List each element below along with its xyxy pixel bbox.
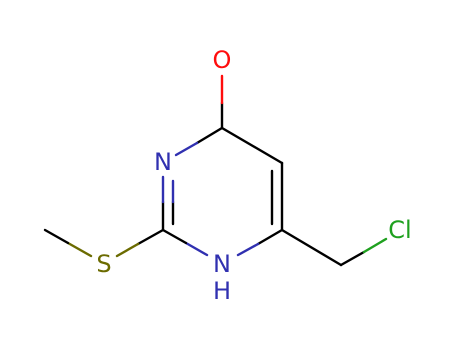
atom-nitrogen-1-hydrogen-label: H [213, 277, 231, 305]
bond-ch2-cl [339, 237, 388, 267]
bond-c6-ch2 [280, 228, 343, 267]
atom-nitrogen-3-label: N [154, 148, 172, 176]
bond-c2-n3-double [161, 175, 175, 232]
bond-n1-c2 [161, 228, 209, 257]
bond-c2-s [115, 228, 165, 258]
bond-s-methyl [43, 228, 93, 258]
atom-sulfur-label: S [96, 250, 111, 278]
atom-oxygen-label: O [213, 46, 232, 74]
atom-nitrogen-1-label: N [213, 250, 231, 278]
bond-c6-n1 [236, 228, 284, 257]
bond-c4-c5 [220, 126, 284, 165]
atom-chlorine-label: Cl [388, 216, 411, 244]
carbonyl-double-bond [220, 74, 224, 130]
bond-c5-c6-double [270, 161, 284, 232]
bond-c4-n3 [174, 126, 224, 157]
